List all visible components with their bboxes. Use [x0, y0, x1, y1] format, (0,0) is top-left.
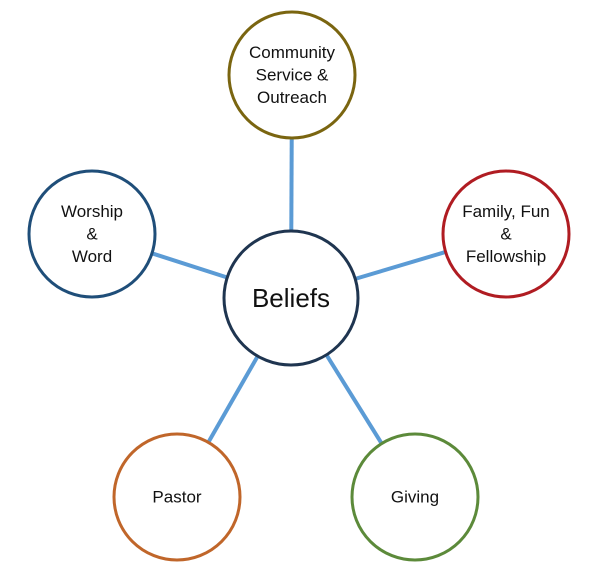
- giving-circle: [350, 432, 480, 562]
- community-label-line: Community: [249, 43, 335, 62]
- connectors: [151, 137, 447, 445]
- worship-label-line: &: [86, 225, 98, 244]
- family-label-line: Family, Fun: [462, 202, 550, 221]
- connector-pastor: [206, 355, 260, 444]
- worship-circle: [27, 169, 157, 299]
- pastor-label-line: Pastor: [152, 488, 201, 507]
- giving-node: Giving: [350, 432, 480, 562]
- pastor-node: Pastor: [112, 432, 242, 562]
- giving-label-line: Giving: [391, 488, 439, 507]
- center-label-line: Beliefs: [252, 283, 330, 313]
- worship-node: Worship & Word: [27, 169, 157, 299]
- family-circle: [441, 169, 571, 299]
- connector-family: [354, 250, 447, 281]
- community-circle: [227, 10, 357, 140]
- community-label-line: Service &: [256, 66, 329, 85]
- worship-label-line: Word: [72, 247, 112, 266]
- family-node: Family, Fun & Fellowship: [441, 169, 571, 299]
- worship-label-line: Worship: [61, 202, 123, 221]
- connector-giving: [324, 353, 384, 445]
- community-label-line: Outreach: [257, 88, 327, 107]
- center-circle: [222, 229, 360, 367]
- pastor-circle: [112, 432, 242, 562]
- family-label-line: &: [500, 225, 512, 244]
- family-label-line: Fellowship: [466, 247, 546, 266]
- center-node: Beliefs: [222, 229, 360, 367]
- connector-worship: [151, 251, 228, 280]
